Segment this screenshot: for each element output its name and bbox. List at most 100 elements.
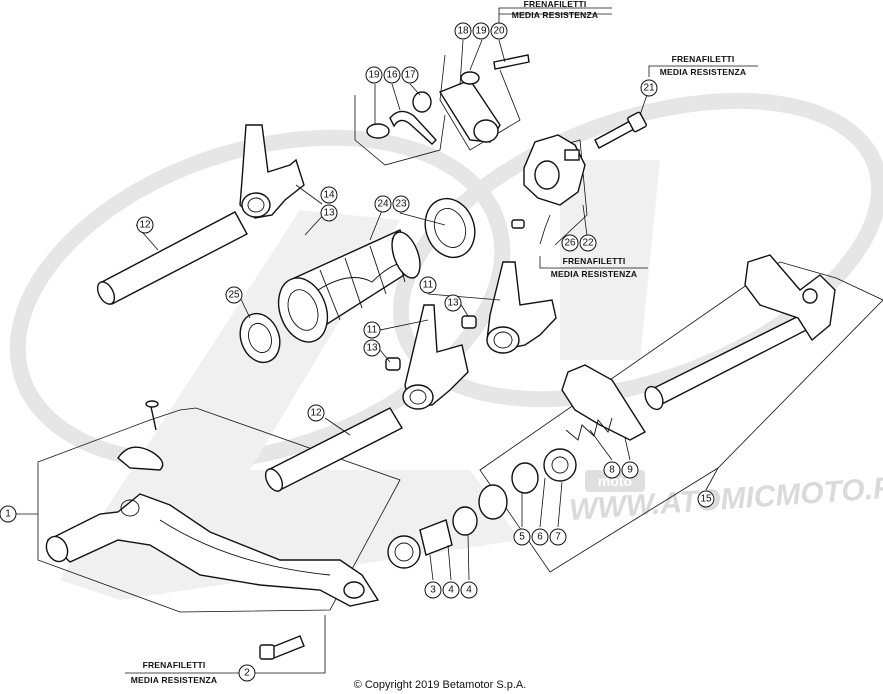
callout-19b[interactable]: 19 bbox=[472, 22, 490, 40]
callout-label: 25 bbox=[228, 290, 240, 301]
drum-bearing-left bbox=[239, 312, 281, 364]
gearshift-shaft bbox=[644, 254, 836, 411]
detent-spring-group bbox=[366, 91, 437, 145]
callout-label: 4 bbox=[466, 585, 472, 596]
callout-6[interactable]: 6 bbox=[531, 528, 549, 546]
fork-shaft-lower bbox=[264, 407, 403, 492]
callout-label: 2 bbox=[244, 668, 250, 679]
note-line2: MEDIA RESISTENZA bbox=[512, 10, 598, 20]
callout-16[interactable]: 16 bbox=[383, 66, 401, 84]
callout-7[interactable]: 7 bbox=[549, 528, 567, 546]
callout-label: 5 bbox=[519, 532, 525, 543]
callout-22[interactable]: 22 bbox=[579, 234, 597, 252]
callout-label: 26 bbox=[564, 238, 576, 249]
watermark-badge: moto bbox=[598, 473, 632, 489]
note-line2: MEDIA RESISTENZA bbox=[660, 67, 746, 77]
gear-pedal bbox=[45, 400, 380, 607]
callout-14[interactable]: 14 bbox=[320, 186, 338, 204]
pedal-bushings bbox=[387, 506, 478, 569]
star-bolt bbox=[594, 111, 647, 149]
callout-9[interactable]: 9 bbox=[621, 461, 639, 479]
fork-pin-right bbox=[461, 315, 477, 329]
callout-17[interactable]: 17 bbox=[401, 66, 419, 84]
callout-3[interactable]: 3 bbox=[424, 581, 442, 599]
threadlock-note-bottom: FRENAFILETTI MEDIA RESISTENZA bbox=[125, 660, 247, 685]
callout-15[interactable]: 15 bbox=[697, 490, 715, 508]
shaft-washers bbox=[478, 448, 577, 520]
fork-shaft-upper bbox=[96, 211, 248, 305]
threadlock-note-right: FRENAFILETTI MEDIA RESISTENZA bbox=[648, 54, 758, 77]
shaft-spring-plate bbox=[561, 364, 646, 441]
callout-label: 12 bbox=[310, 408, 322, 419]
callout-label: 3 bbox=[430, 585, 436, 596]
callout-label: 21 bbox=[643, 83, 655, 94]
shaft-group-outline bbox=[479, 261, 883, 573]
drum-bearing bbox=[424, 197, 476, 259]
threadlock-note-middle: FRENAFILETTI MEDIA RESISTENZA bbox=[539, 256, 648, 279]
note-line2: MEDIA RESISTENZA bbox=[131, 675, 217, 685]
callout-24[interactable]: 24 bbox=[374, 195, 392, 213]
callout-label: 22 bbox=[582, 238, 594, 249]
spring-group-outline bbox=[354, 95, 446, 166]
callout-label: 8 bbox=[609, 465, 615, 476]
copyright-text: © Copyright 2019 Betamotor S.p.A. bbox=[354, 679, 527, 691]
threadlock-note-top: FRENAFILETTI MEDIA RESISTENZA bbox=[498, 0, 612, 28]
callout-label: 18 bbox=[457, 26, 469, 37]
note-line2: MEDIA RESISTENZA bbox=[551, 269, 637, 279]
callout-label: 19 bbox=[475, 26, 487, 37]
callout-label: 15 bbox=[700, 494, 712, 505]
assembly-outlines bbox=[37, 54, 883, 613]
callout-2[interactable]: 2 bbox=[238, 664, 256, 682]
selector-drum bbox=[277, 229, 421, 343]
callout-label: 7 bbox=[555, 532, 561, 543]
callout-4b[interactable]: 4 bbox=[460, 581, 478, 599]
callout-26[interactable]: 26 bbox=[561, 234, 579, 252]
callout-label: 11 bbox=[367, 325, 378, 336]
callout-13b[interactable]: 13 bbox=[444, 294, 462, 312]
callout-label: 13 bbox=[447, 298, 459, 309]
pedal-bolt bbox=[259, 635, 305, 660]
callout-1[interactable]: 1 bbox=[0, 505, 17, 523]
watermark: WWW.ATOMICMOTO.FR moto bbox=[9, 92, 883, 600]
callout-label: 12 bbox=[139, 220, 151, 231]
callout-label: 9 bbox=[627, 465, 633, 476]
callout-label: 6 bbox=[537, 532, 543, 543]
detent-arm-group bbox=[438, 54, 530, 143]
note-line1: FRENAFILETTI bbox=[524, 0, 587, 9]
callout-label: 23 bbox=[395, 199, 407, 210]
note-line1: FRENAFILETTI bbox=[672, 54, 735, 64]
shift-star bbox=[523, 134, 586, 206]
callout-8[interactable]: 8 bbox=[603, 461, 621, 479]
callout-11a[interactable]: 11 bbox=[419, 276, 437, 294]
callout-20[interactable]: 20 bbox=[490, 22, 508, 40]
callout-13a[interactable]: 13 bbox=[320, 204, 338, 222]
callout-label: 19 bbox=[368, 70, 380, 81]
callout-21[interactable]: 21 bbox=[640, 79, 658, 97]
callout-4a[interactable]: 4 bbox=[442, 581, 460, 599]
callout-13c[interactable]: 13 bbox=[363, 339, 381, 357]
callout-19a[interactable]: 19 bbox=[365, 66, 383, 84]
callout-label: 24 bbox=[377, 199, 389, 210]
callout-label: 14 bbox=[323, 190, 335, 201]
callout-23[interactable]: 23 bbox=[392, 195, 410, 213]
pedal-group-outline bbox=[37, 407, 401, 613]
callout-label: 13 bbox=[323, 208, 335, 219]
callout-18[interactable]: 18 bbox=[454, 22, 472, 40]
callout-label: 1 bbox=[5, 509, 11, 520]
callout-label: 11 bbox=[423, 280, 434, 291]
callout-label: 4 bbox=[448, 585, 454, 596]
shift-fork-upper bbox=[239, 124, 305, 219]
callout-5[interactable]: 5 bbox=[513, 528, 531, 546]
note-line1: FRENAFILETTI bbox=[143, 660, 206, 670]
callout-11b[interactable]: 11 bbox=[363, 321, 381, 339]
callout-label: 17 bbox=[404, 70, 416, 81]
callout-label: 20 bbox=[493, 26, 505, 37]
shift-fork-right bbox=[486, 261, 557, 354]
note-line1: FRENAFILETTI bbox=[563, 256, 626, 266]
callout-12b[interactable]: 12 bbox=[307, 404, 325, 422]
callout-12a[interactable]: 12 bbox=[136, 216, 154, 234]
callout-label: 16 bbox=[386, 70, 398, 81]
arm-group-outline bbox=[439, 54, 521, 151]
callout-25[interactable]: 25 bbox=[225, 286, 243, 304]
